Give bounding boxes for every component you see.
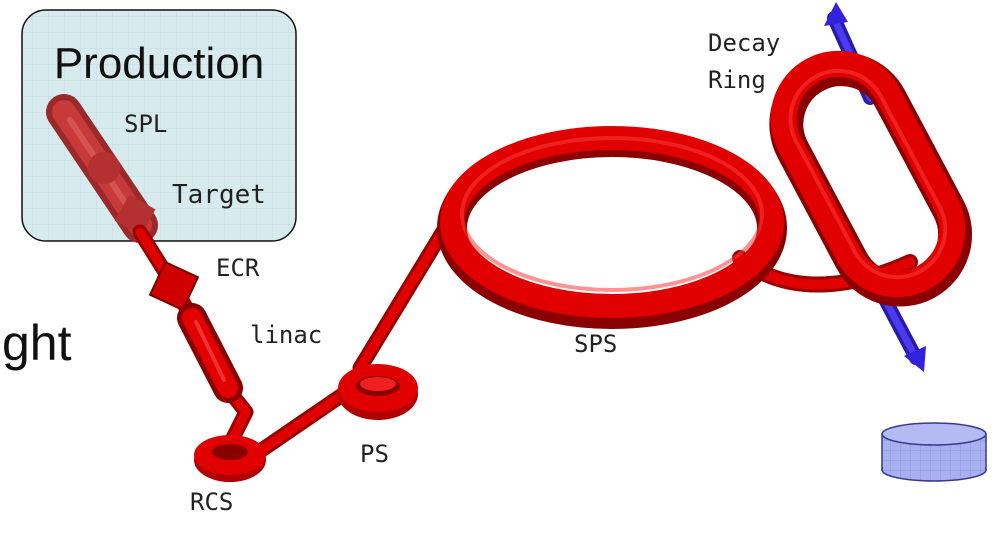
- ps-ring: [338, 364, 418, 420]
- sps-ring: [437, 126, 787, 329]
- production-title: Production: [54, 39, 264, 88]
- label-ecr: ECR: [216, 254, 260, 282]
- label-spl: SPL: [124, 110, 167, 138]
- label-decay-ring-line2: Ring: [708, 66, 766, 94]
- ecr-block: [148, 260, 200, 312]
- spl-linac-tube: [46, 94, 158, 243]
- transfer-lines: [242, 192, 918, 466]
- detector-cylinder-icon: [881, 422, 987, 482]
- label-rcs: RCS: [190, 488, 233, 516]
- decay-ring: [769, 50, 973, 307]
- label-sps: SPS: [574, 330, 617, 358]
- label-linac: linac: [250, 321, 322, 349]
- side-text-fragment: ght: [2, 315, 72, 371]
- label-decay-ring-line1: Decay: [708, 29, 780, 57]
- label-ps: PS: [360, 440, 389, 468]
- linac-tube: [177, 303, 243, 403]
- label-target: Target: [172, 180, 266, 210]
- rcs-ring: [194, 435, 266, 482]
